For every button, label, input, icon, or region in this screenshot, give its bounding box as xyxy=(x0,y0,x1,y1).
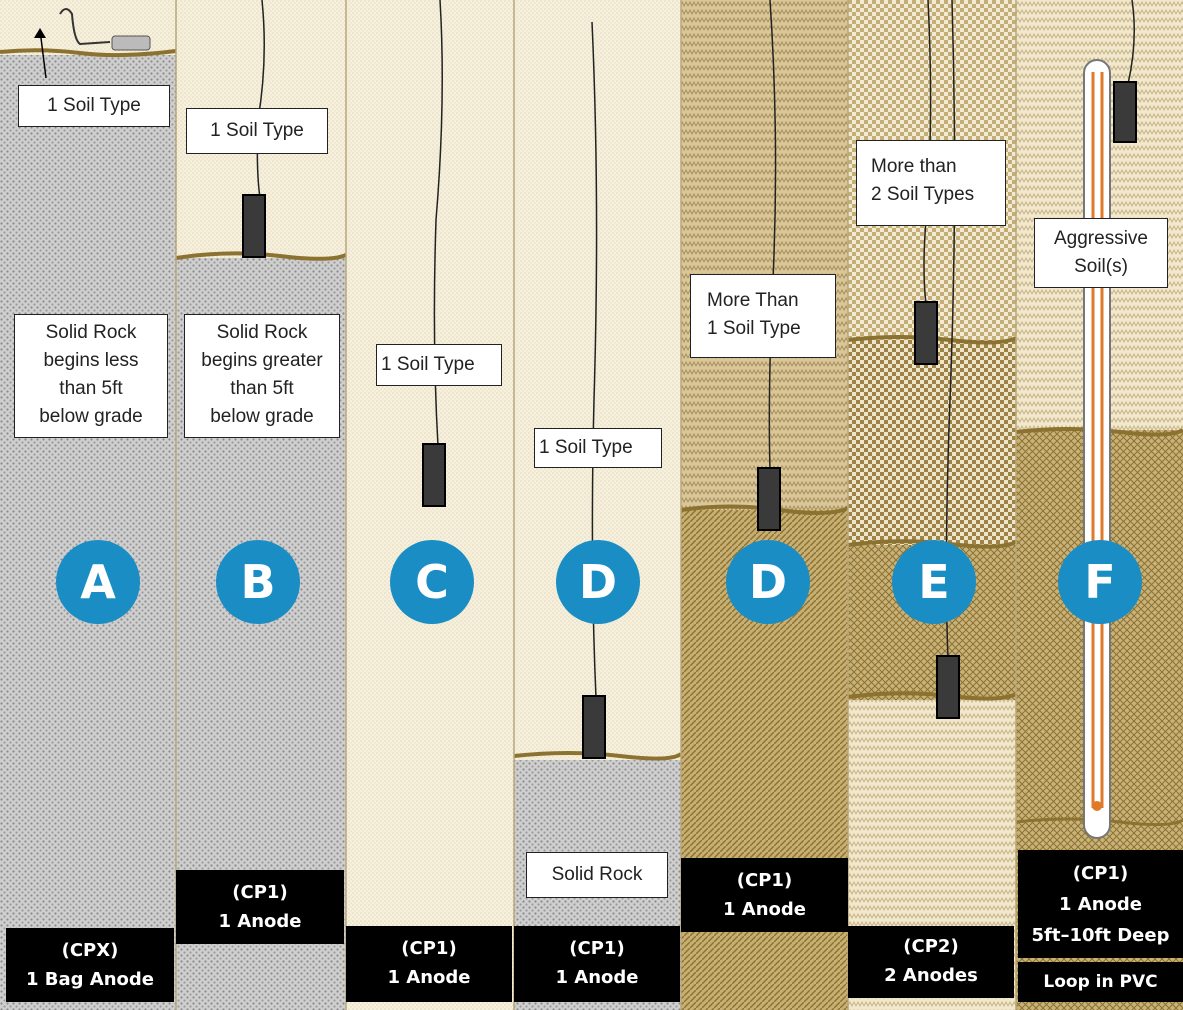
col-d1-grade-line xyxy=(513,751,683,761)
col-b-rock-label: Solid Rock begins greater than 5ft below… xyxy=(184,314,340,438)
column-separators xyxy=(175,0,1017,1010)
col-a-bag-anode xyxy=(111,35,151,51)
col-f-loop-end xyxy=(1092,801,1102,811)
col-e-grade-line-1 xyxy=(847,335,1017,345)
col-d2-upper-soil xyxy=(681,0,848,510)
col-a-rock-label: Solid Rock begins less than 5ft below gr… xyxy=(14,314,168,438)
col-d1-letter-circle: D xyxy=(556,540,640,624)
col-c-letter-circle: C xyxy=(390,540,474,624)
col-c-caption: (CP1) 1 Anode xyxy=(346,926,512,1002)
col-f-caption-extra: Loop in PVC xyxy=(1018,962,1183,1002)
col-d2-letter-circle: D xyxy=(726,540,810,624)
col-d2-anode xyxy=(757,467,781,531)
col-b-letter-circle: B xyxy=(216,540,300,624)
col-a-caption: (CPX) 1 Bag Anode xyxy=(6,928,174,1002)
col-f-grade-line-2 xyxy=(1015,817,1183,827)
col-d2-soil-label: More Than 1 Soil Type xyxy=(690,274,836,358)
col-e-layer1 xyxy=(848,0,1016,105)
col-f-wire xyxy=(1127,0,1135,85)
col-f-soil-label: Aggressive Soil(s) xyxy=(1034,218,1168,288)
col-d2-caption: (CP1) 1 Anode xyxy=(681,858,848,932)
col-d1-anode xyxy=(582,695,606,759)
col-d1-soil-label: 1 Soil Type xyxy=(534,428,662,468)
col-e-caption: (CP2) 2 Anodes xyxy=(848,926,1014,998)
col-e-anode-1 xyxy=(914,301,938,365)
col-f-grade-line xyxy=(1015,427,1183,437)
col-e-soil-label: More than 2 Soil Types xyxy=(856,140,1006,226)
col-b-anode xyxy=(242,194,266,258)
col-b-caption: (CP1) 1 Anode xyxy=(176,870,344,944)
col-a-rock xyxy=(0,55,176,1010)
col-e-layer3 xyxy=(848,340,1016,545)
col-f-caption: (CP1) 1 Anode 5ft–10ft Deep xyxy=(1018,850,1183,958)
col-d1-rock-label: Solid Rock xyxy=(526,852,668,898)
col-d1-caption: (CP1) 1 Anode xyxy=(514,926,680,1002)
col-c-anode xyxy=(422,443,446,507)
col-b-soil-label: 1 Soil Type xyxy=(186,108,328,154)
col-f-pvc-pipe xyxy=(1083,59,1111,839)
col-a-grade-line xyxy=(0,48,177,58)
col-a-wire xyxy=(59,8,111,46)
col-a-arrow-head xyxy=(34,28,46,38)
col-a-soil-label: 1 Soil Type xyxy=(18,85,170,127)
col-e-letter-circle: E xyxy=(892,540,976,624)
col-f-anode xyxy=(1113,81,1137,143)
col-f-letter-circle: F xyxy=(1058,540,1142,624)
col-c-soil-label: 1 Soil Type xyxy=(376,344,502,386)
col-d1-soil xyxy=(514,0,681,760)
col-a-letter-circle: A xyxy=(56,540,140,624)
col-e-anode-2 xyxy=(936,655,960,719)
col-b-grade-line xyxy=(175,251,347,261)
